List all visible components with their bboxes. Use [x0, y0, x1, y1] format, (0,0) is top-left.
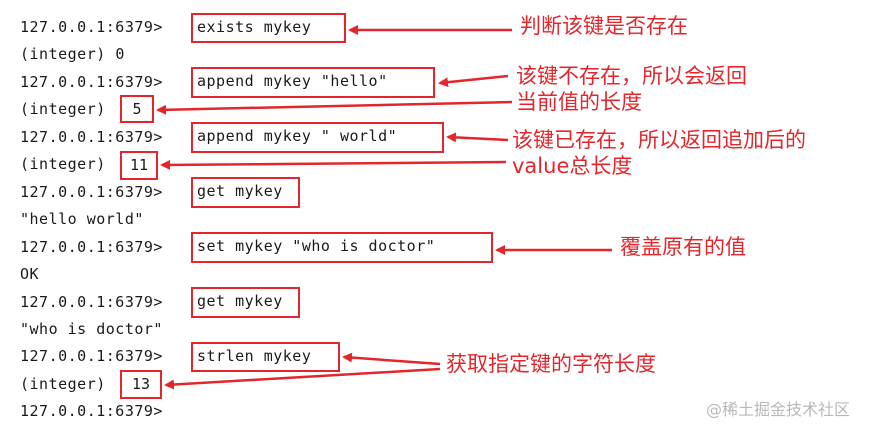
- output-line-5: OK: [20, 265, 40, 283]
- arrow-append-hello: [438, 74, 509, 88]
- command-append-world: append mykey " world": [191, 122, 444, 153]
- note-set: 覆盖原有的值: [620, 235, 746, 259]
- arrow-result-5: [156, 100, 513, 115]
- note-append-existing-1: 该键已存在，所以返回追加后的: [512, 128, 806, 152]
- result-5: 5: [120, 95, 154, 123]
- result-13: 13: [120, 370, 162, 399]
- prompt-line-5: 127.0.0.1:6379>: [20, 238, 163, 256]
- command-get-1: get mykey: [191, 177, 300, 208]
- prompt-line-6: 127.0.0.1:6379>: [20, 293, 163, 311]
- prompt-line-2: 127.0.0.1:6379>: [20, 73, 163, 91]
- prompt-line-1: 127.0.0.1:6379>: [20, 14, 163, 40]
- output-line-3: (integer): [20, 155, 106, 173]
- note-append-existing-2: value总长度: [512, 154, 633, 178]
- note-strlen: 获取指定键的字符长度: [446, 352, 656, 376]
- output-line-2: (integer): [20, 100, 106, 118]
- prompt-line-7: 127.0.0.1:6379>: [20, 347, 163, 365]
- command-exists: exists mykey: [191, 13, 346, 43]
- command-append-hello: append mykey "hello": [191, 67, 435, 98]
- arrow-result-13: [164, 367, 441, 390]
- arrow-strlen: [342, 352, 441, 366]
- output-line-7: (integer): [20, 375, 106, 393]
- note-append-new-2: 当前值的长度: [516, 90, 642, 114]
- prompt-line-4: 127.0.0.1:6379>: [20, 183, 163, 201]
- note-append-new-1: 该键不存在，所以会返回: [516, 64, 747, 88]
- watermark: @稀土掘金技术社区: [706, 400, 851, 419]
- prompt-line-8: 127.0.0.1:6379>: [20, 402, 163, 420]
- command-strlen: strlen mykey: [191, 342, 340, 372]
- output-line-4: "hello world": [20, 210, 144, 228]
- output-line-1: (integer) 0: [20, 45, 125, 63]
- command-set: set mykey "who is doctor": [191, 232, 493, 263]
- note-exists: 判断该键是否存在: [520, 14, 688, 38]
- arrow-append-world: [446, 132, 509, 143]
- command-get-2: get mykey: [191, 287, 300, 318]
- prompt: 127.0.0.1:6379>: [20, 18, 163, 36]
- arrow-result-11: [160, 159, 507, 170]
- output-line-6: "who is doctor": [20, 320, 163, 338]
- prompt-line-3: 127.0.0.1:6379>: [20, 128, 163, 146]
- result-11: 11: [120, 151, 158, 180]
